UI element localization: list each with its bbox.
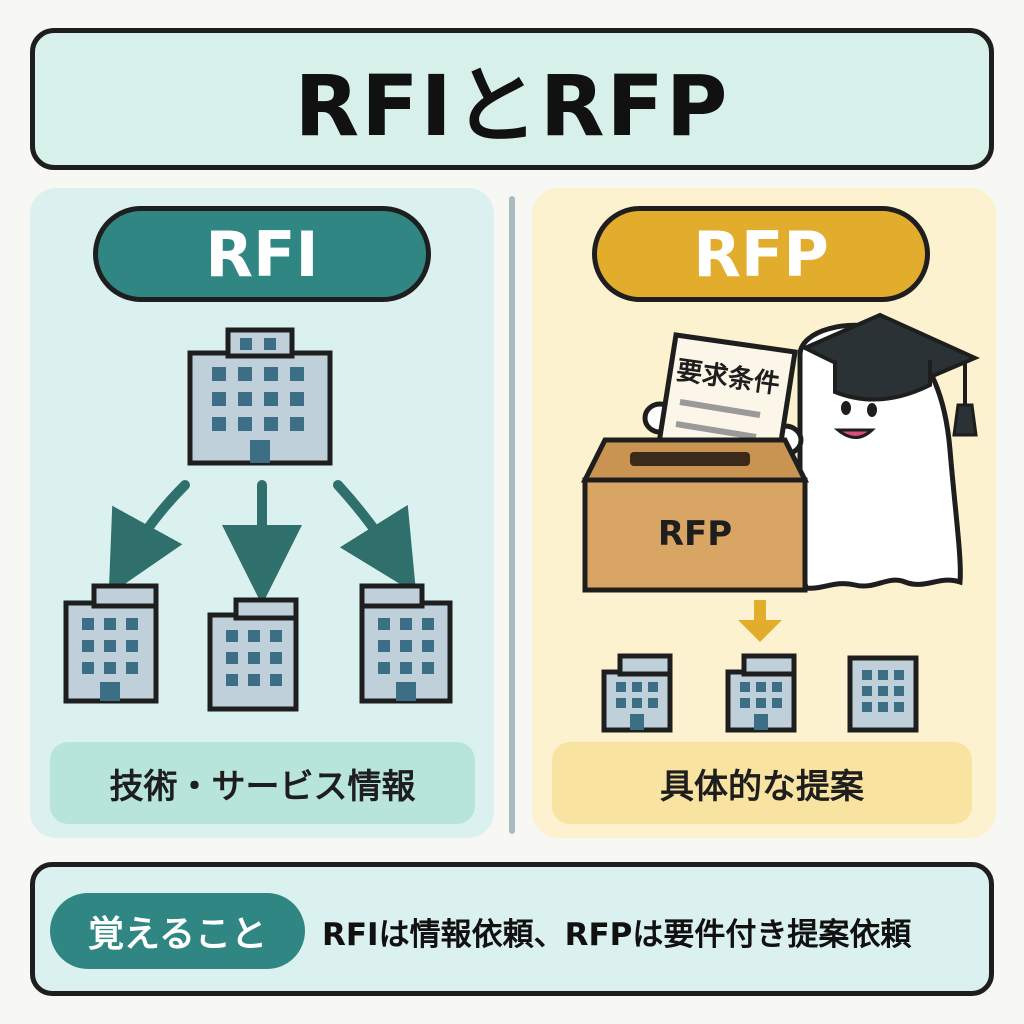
rfi-caption: 技術・サービス情報 bbox=[109, 766, 416, 807]
rfi-caption-box: 技術・サービス情報 bbox=[50, 742, 475, 824]
rfp-pill-label: RFP bbox=[693, 217, 829, 291]
vendor-building-icon bbox=[725, 653, 797, 733]
box-label: RFP bbox=[658, 514, 732, 554]
remember-badge-label: 覚えること bbox=[88, 914, 267, 955]
vendor-building-icon bbox=[847, 655, 919, 733]
title-banner: RFIとRFP bbox=[30, 28, 994, 170]
rfi-pill: RFI bbox=[93, 206, 431, 302]
arrow-right-icon bbox=[333, 480, 417, 594]
vendor-building-icon bbox=[601, 653, 673, 733]
rfp-caption-box: 具体的な提案 bbox=[552, 742, 972, 824]
main-building-icon bbox=[187, 327, 333, 466]
rfi-pill-label: RFI bbox=[205, 217, 319, 291]
page-title: RFIとRFP bbox=[294, 56, 730, 155]
vendor-building-icon bbox=[63, 583, 159, 704]
rfp-caption: 具体的な提案 bbox=[660, 766, 864, 807]
graduation-cap-icon bbox=[800, 312, 980, 437]
submission-box-icon bbox=[580, 437, 810, 593]
summary-text: RFIは情報依頼、RFPは要件付き提案依頼 bbox=[322, 916, 912, 953]
center-divider bbox=[509, 196, 515, 834]
distribution-arrows bbox=[108, 480, 417, 605]
vendor-building-icon bbox=[359, 583, 453, 704]
arrow-down-icon bbox=[738, 600, 782, 642]
vendor-building-icon bbox=[207, 597, 299, 712]
rfp-pill: RFP bbox=[592, 206, 930, 302]
remember-badge: 覚えること bbox=[50, 893, 305, 969]
summary-text-container: RFIは情報依頼、RFPは要件付き提案依頼 bbox=[322, 893, 982, 969]
arrow-left-icon bbox=[108, 480, 190, 596]
